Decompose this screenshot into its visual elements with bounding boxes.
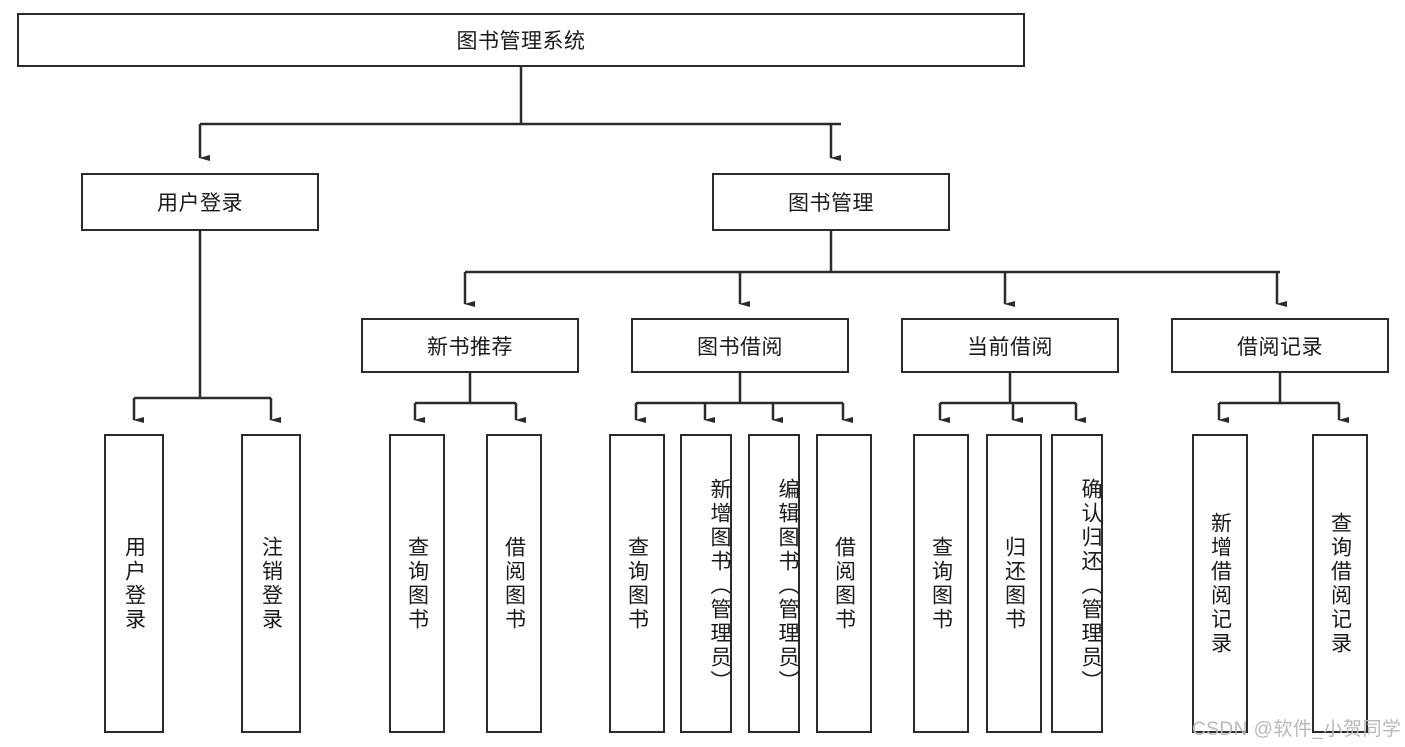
node-leaf-query-record[interactable]: 查询借阅记录: [1312, 434, 1368, 733]
node-leaf-return-book[interactable]: 归还图书: [986, 434, 1042, 733]
edge-group-new-book-recommend: [413, 373, 526, 423]
node-leaf-user-login[interactable]: 用户登录: [104, 434, 164, 733]
node-leaf-add-record[interactable]: 新增借阅记录: [1192, 434, 1248, 733]
csdn-watermark: CSDN @软件_小贺同学: [1192, 719, 1402, 740]
node-leaf-query-book-1[interactable]: 查询图书: [389, 434, 445, 733]
node-borrow-record[interactable]: 借阅记录: [1171, 318, 1389, 373]
node-book-manage[interactable]: 图书管理: [712, 173, 950, 231]
node-leaf-add-book[interactable]: 新增图书（管理员）: [680, 434, 732, 733]
node-book-borrow[interactable]: 图书借阅: [631, 318, 849, 373]
node-leaf-query-book-3[interactable]: 查询图书: [913, 434, 969, 733]
node-current-borrow[interactable]: 当前借阅: [901, 318, 1119, 373]
edge-group-current-borrow: [938, 373, 1086, 423]
node-new-book-recommend[interactable]: 新书推荐: [361, 318, 579, 373]
node-leaf-borrow-book-2[interactable]: 借阅图书: [816, 434, 872, 733]
node-leaf-logout[interactable]: 注销登录: [241, 434, 301, 733]
node-leaf-borrow-book-1[interactable]: 借阅图书: [486, 434, 542, 733]
node-root[interactable]: 图书管理系统: [17, 13, 1025, 67]
node-user-login[interactable]: 用户登录: [81, 173, 319, 231]
edge-group-user-login: [132, 231, 281, 423]
node-leaf-edit-book[interactable]: 编辑图书（管理员）: [748, 434, 800, 733]
node-leaf-query-book-2[interactable]: 查询图书: [609, 434, 665, 733]
edge-group-book-borrow: [634, 373, 853, 423]
edge-group-borrow-record: [1217, 373, 1349, 423]
edge-group-book-manage: [463, 231, 1287, 307]
edge-group-root: [198, 67, 841, 161]
node-leaf-confirm-return[interactable]: 确认归还（管理员）: [1051, 434, 1103, 733]
